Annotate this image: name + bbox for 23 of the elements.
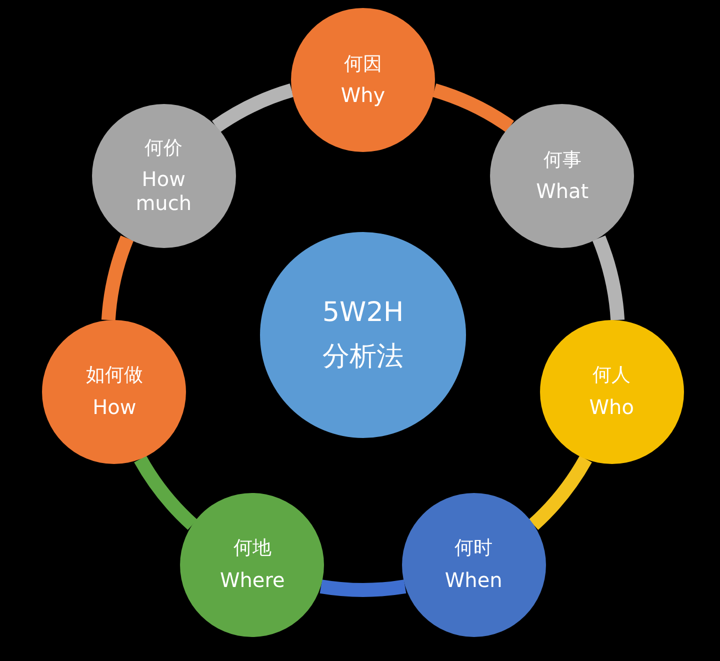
circle-subtitle: Why <box>340 83 386 108</box>
circle-title: 何地 <box>233 537 272 560</box>
circle-title: 5W2H <box>322 296 404 329</box>
circle-subtitle: How <box>92 395 136 420</box>
ring-arc <box>432 84 514 132</box>
ring-arc <box>134 455 198 530</box>
ring-arc <box>528 455 592 530</box>
circle-title: 何价 <box>144 136 183 160</box>
circle-subtitle: How much <box>134 167 193 216</box>
circle-subtitle: What <box>536 179 589 204</box>
circle-title: 如何做 <box>86 364 143 388</box>
ring-arc <box>212 84 294 132</box>
circle-title: 何时 <box>454 537 493 560</box>
ring-arc <box>101 236 134 321</box>
circle-title: 何因 <box>344 52 382 76</box>
circle-subtitle: When <box>444 568 502 592</box>
circle-subtitle: 分析法 <box>322 341 404 374</box>
circle-title: 何人 <box>592 364 631 388</box>
circle-subtitle: Where <box>220 568 285 592</box>
circle-title: 何事 <box>543 148 582 172</box>
ring-arc <box>320 580 406 597</box>
circle-subtitle: Who <box>589 395 634 420</box>
ring-arc <box>592 236 625 321</box>
